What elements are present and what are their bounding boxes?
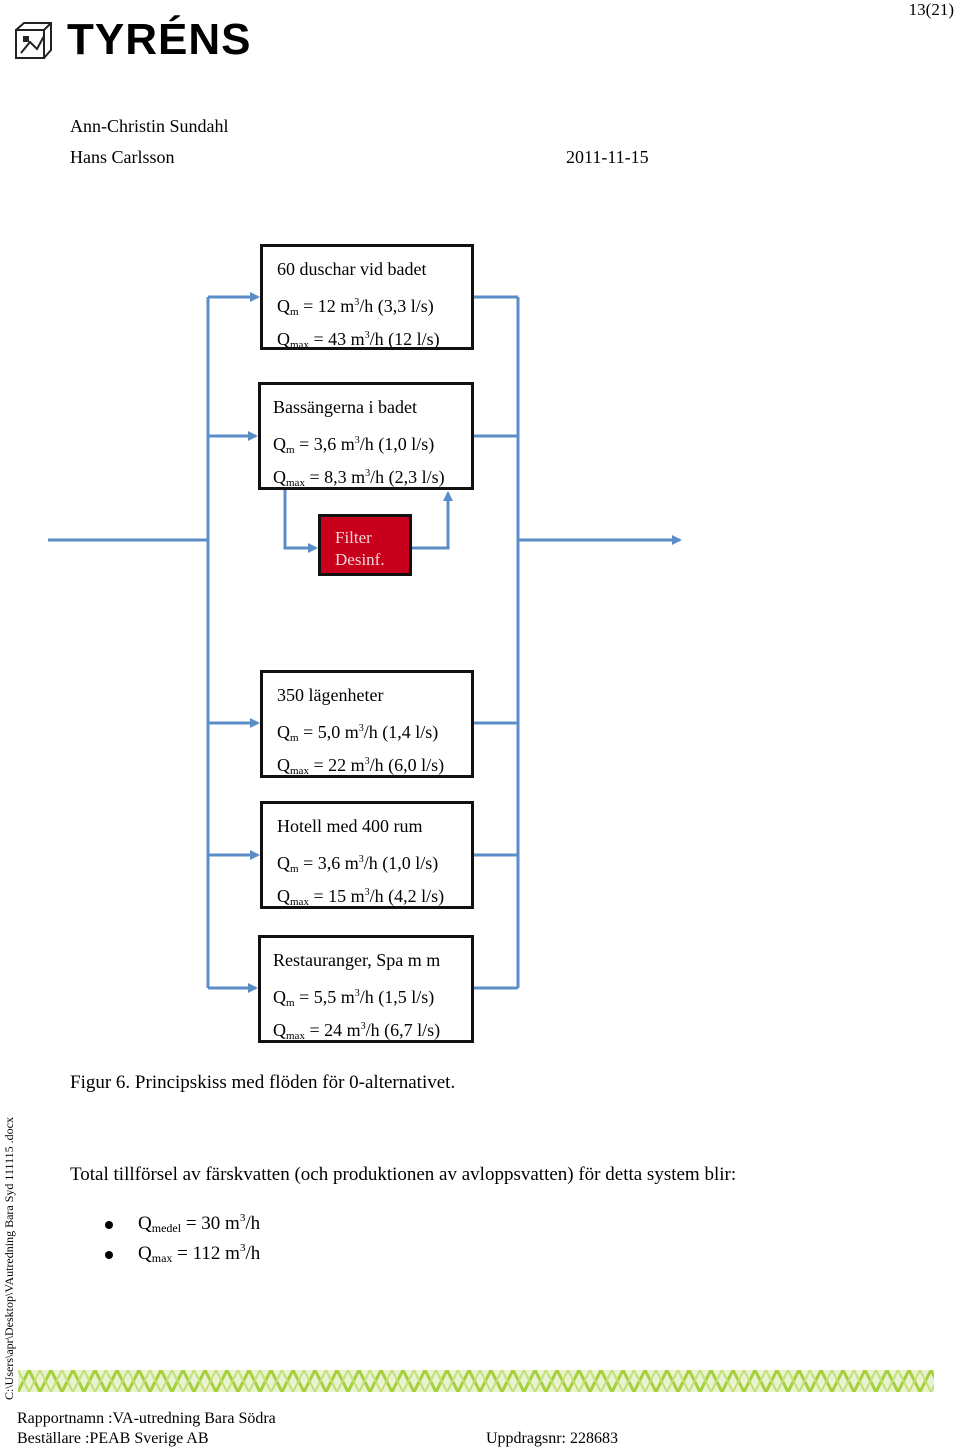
flow-box-title: Restauranger, Spa m m xyxy=(273,950,441,970)
flow-diagram-connectors xyxy=(48,292,682,993)
flow-max: Qmax = 43 m3/h (12 l/s) xyxy=(277,329,440,351)
flow-max: Qmax = 8,3 m3/h (2,3 l/s) xyxy=(273,467,445,489)
flow-max: Qmax = 24 m3/h (6,7 l/s) xyxy=(273,1020,441,1042)
flow-mean: Qm = 5,5 m3/h (1,5 l/s) xyxy=(273,987,435,1009)
author-name: Hans Carlsson xyxy=(70,147,175,167)
flow-max: Qmax = 22 m3/h (6,0 l/s) xyxy=(277,755,445,777)
footer-order-number: Uppdragsnr: 228683 xyxy=(486,1430,618,1447)
recirculation-to-filter xyxy=(283,490,318,553)
flow-box-pools: Bassängerna i badet Qm = 3,6 m3/h (1,0 l… xyxy=(258,382,474,490)
footer-pattern-band xyxy=(18,1370,934,1392)
file-path-margin-note: C:\Users\apr\Desktop\VAutredning Bara Sy… xyxy=(2,1117,16,1400)
flow-box-hotel: Hotell med 400 rum Qm = 3,6 m3/h (1,0 l/… xyxy=(260,801,474,909)
footer-report-name: Rapportnamn :VA-utredning Bara Södra xyxy=(17,1410,276,1427)
disinfection-label: Desinf. xyxy=(335,550,385,569)
flow-box-title: 350 lägenheter xyxy=(277,685,384,705)
flow-max: Qmax = 15 m3/h (4,2 l/s) xyxy=(277,886,445,908)
filter-label: Filter xyxy=(335,528,372,547)
flow-mean: Qm = 3,6 m3/h (1,0 l/s) xyxy=(273,434,435,456)
logo-wordmark: TYRÉNS xyxy=(67,15,252,64)
flow-mean: Qm = 5,0 m3/h (1,4 l/s) xyxy=(277,722,439,744)
flow-box-restaurants: Restauranger, Spa m m Qm = 5,5 m3/h (1,5… xyxy=(258,935,474,1043)
author-name: Ann-Christin Sundahl xyxy=(70,116,229,136)
flow-total-max: Qmax = 112 m3/h xyxy=(138,1242,261,1265)
flow-mean: Qm = 12 m3/h (3,3 l/s) xyxy=(277,296,434,318)
logo-cube-icon xyxy=(15,22,52,59)
document-date: 2011-11-15 xyxy=(566,147,649,167)
footer-client: Beställare :PEAB Sverige AB xyxy=(17,1430,209,1447)
flow-box-title: 60 duschar vid badet xyxy=(277,259,427,279)
flow-box-title: Hotell med 400 rum xyxy=(277,816,423,836)
company-logo: TYRÉNS xyxy=(15,15,250,64)
recirculation-from-filter xyxy=(412,491,453,550)
figure-caption: Figur 6. Principskiss med flöden för 0-a… xyxy=(70,1072,456,1093)
summary-paragraph: Total tillförsel av färskvatten (och pro… xyxy=(70,1164,737,1185)
page-number: 13(21) xyxy=(908,0,954,19)
flow-total-mean: Qmedel = 30 m3/h xyxy=(138,1212,261,1235)
filter-disinfection-box: Filter Desinf. xyxy=(318,514,412,576)
flow-box-showers: 60 duschar vid badet Qm = 12 m3/h (3,3 l… xyxy=(260,244,474,351)
bullet-icon xyxy=(105,1221,113,1229)
flow-box-apartments: 350 lägenheter Qm = 5,0 m3/h (1,4 l/s) Q… xyxy=(260,670,474,778)
flow-box-title: Bassängerna i badet xyxy=(273,397,417,417)
bullet-icon xyxy=(105,1251,113,1259)
flow-mean: Qm = 3,6 m3/h (1,0 l/s) xyxy=(277,853,439,875)
